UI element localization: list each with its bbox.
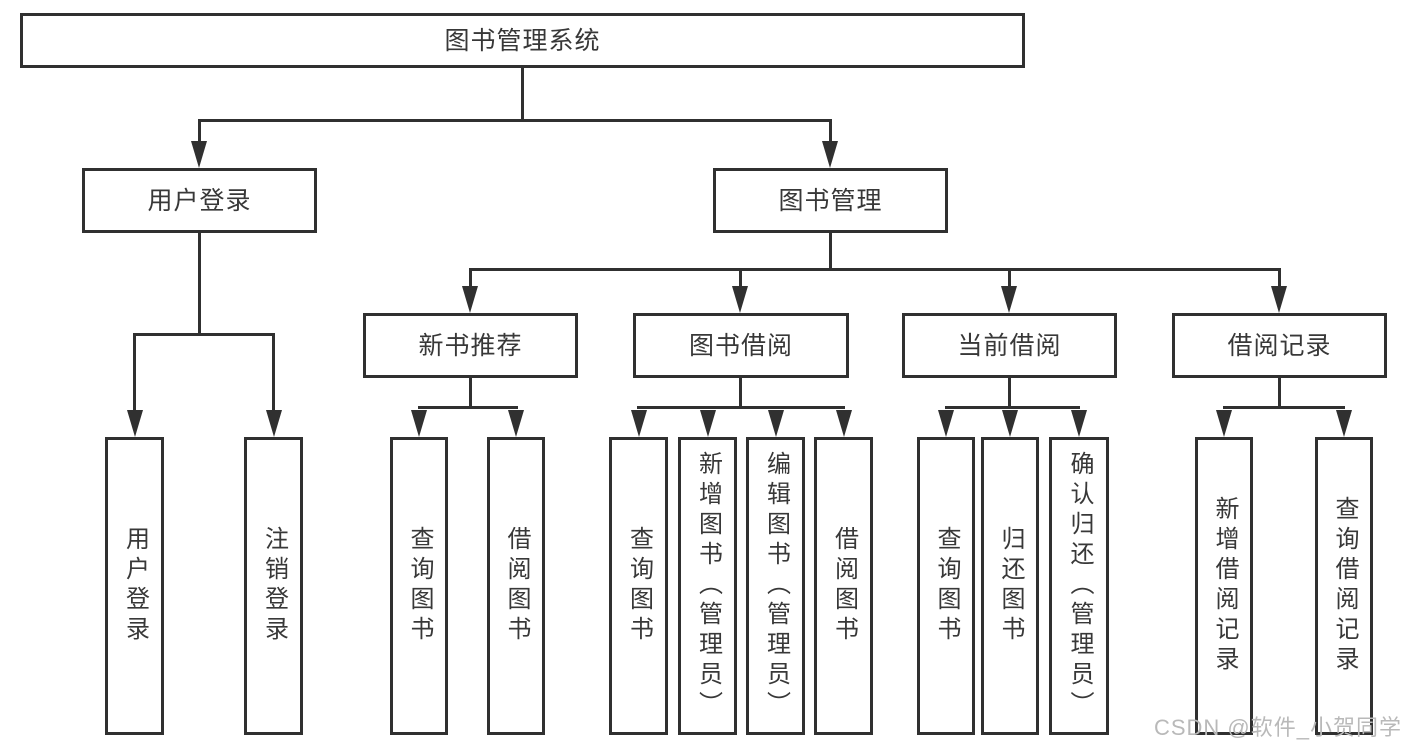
arrowhead (732, 286, 748, 313)
leaf-logout: 注销登录 (244, 437, 303, 735)
arrowhead (266, 410, 282, 437)
node-book-borrow: 图书借阅 (633, 313, 849, 378)
node-book-management: 图书管理 (713, 168, 948, 233)
arrowhead (462, 286, 478, 313)
arrowhead (1001, 286, 1017, 313)
node-current-borrow: 当前借阅 (902, 313, 1117, 378)
arrowhead (1071, 410, 1087, 437)
node-user-login: 用户登录 (82, 168, 317, 233)
arrowhead (836, 410, 852, 437)
leaf-add-books-admin: 新增图书（管理员） (678, 437, 737, 735)
connector-line (469, 270, 472, 286)
connector-line (198, 120, 201, 142)
leaf-query-books-borrow: 查询图书 (609, 437, 668, 735)
connector-line (198, 233, 201, 334)
arrowhead (1216, 410, 1232, 437)
arrowhead (822, 141, 838, 168)
connector-line (133, 334, 136, 410)
leaf-borrow-books-recommend: 借阅图书 (487, 437, 545, 735)
arrowhead (191, 141, 207, 168)
connector-line (469, 378, 472, 408)
arrowhead (1002, 410, 1018, 437)
connector-line (1278, 270, 1281, 286)
csdn-watermark: CSDN @软件_小贺同学 (1153, 715, 1402, 740)
arrowhead (768, 410, 784, 437)
node-borrow-records: 借阅记录 (1172, 313, 1387, 378)
leaf-borrow-books: 借阅图书 (814, 437, 873, 735)
leaf-return-books: 归还图书 (981, 437, 1039, 735)
connector-line (521, 68, 524, 120)
connector-line (945, 406, 1080, 409)
connector-line (198, 119, 832, 122)
arrowhead (127, 410, 143, 437)
node-root: 图书管理系统 (20, 13, 1025, 68)
leaf-confirm-return-admin: 确认归还（管理员） (1049, 437, 1109, 735)
leaf-query-books-current: 查询图书 (917, 437, 975, 735)
leaf-add-borrow-record: 新增借阅记录 (1195, 437, 1253, 735)
connector-line (469, 268, 1281, 271)
connector-line (272, 334, 275, 410)
arrowhead (508, 410, 524, 437)
leaf-query-borrow-record: 查询借阅记录 (1315, 437, 1373, 735)
connector-line (829, 120, 832, 142)
leaf-edit-books-admin: 编辑图书（管理员） (746, 437, 805, 735)
arrowhead (411, 410, 427, 437)
arrowhead (938, 410, 954, 437)
connector-line (829, 233, 832, 270)
connector-line (739, 270, 742, 286)
connector-line (133, 333, 275, 336)
leaf-user-login: 用户登录 (105, 437, 164, 735)
connector-line (1278, 378, 1281, 408)
node-new-book-recommend: 新书推荐 (363, 313, 578, 378)
arrowhead (631, 410, 647, 437)
arrowhead (1336, 410, 1352, 437)
connector-line (637, 406, 845, 409)
connector-line (418, 406, 518, 409)
arrowhead (700, 410, 716, 437)
connector-line (1008, 270, 1011, 286)
arrowhead (1271, 286, 1287, 313)
connector-line (1223, 406, 1345, 409)
leaf-query-books-recommend: 查询图书 (390, 437, 448, 735)
connector-line (1008, 378, 1011, 408)
connector-line (739, 378, 742, 408)
